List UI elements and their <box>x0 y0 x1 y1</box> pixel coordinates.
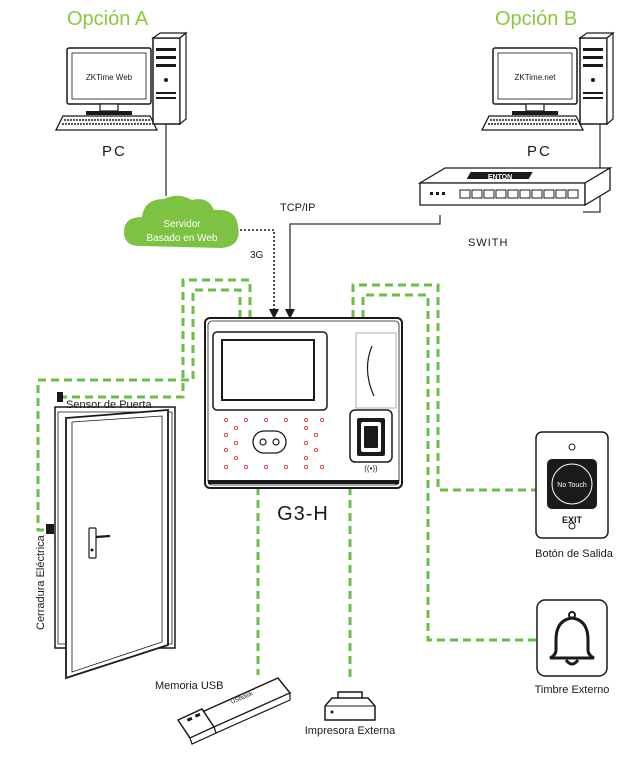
option-b-title: Opción B <box>495 8 577 30</box>
printer-icon <box>324 691 376 721</box>
printer-label: Impresora Externa <box>305 725 396 737</box>
mobile-3g-link <box>232 229 275 313</box>
pc-b-computer-icon <box>480 31 615 131</box>
cloud-line2: Basado en Web <box>147 233 218 244</box>
usb-stick-icon <box>176 677 292 745</box>
switch-label: SWITH <box>468 237 508 249</box>
pc-a-label: PC <box>102 143 127 160</box>
exit-button-face-text: No Touch <box>557 482 587 489</box>
cloud-server-icon <box>124 195 239 248</box>
pc-a-screen-text: ZKTime Web <box>86 73 133 82</box>
switch-brand: ENTON <box>488 174 512 181</box>
network-wires <box>165 124 601 313</box>
door-icon <box>46 392 176 680</box>
usb-label: Memoria USB <box>155 680 223 692</box>
bell-label: Timbre Externo <box>535 684 610 696</box>
option-a-title: Opción A <box>67 8 149 30</box>
exit-button-label: Botón de Salida <box>535 548 614 560</box>
exit-button-icon <box>535 431 609 539</box>
mobile-3g-label: 3G <box>250 250 264 261</box>
device-model-label: G3-H <box>277 503 329 525</box>
pc-a-computer-icon <box>54 31 188 131</box>
green-wiring <box>36 278 540 680</box>
rfid-symbol: ((•)) <box>364 464 378 473</box>
keypad-dots <box>223 417 325 470</box>
tcpip-label: TCP/IP <box>280 202 315 214</box>
pc-b-screen-text: ZKTime.net <box>514 73 556 82</box>
bell-icon <box>536 599 608 677</box>
network-switch-icon <box>417 166 613 207</box>
arrow-tcpip-icon <box>285 309 295 319</box>
door-sensor-label: Sensor de Puerta <box>66 399 152 411</box>
exit-button-exit-text: EXIT <box>562 515 583 525</box>
pc-b-label: PC <box>527 143 552 160</box>
electric-lock-label: Cerradura Eléctrica <box>35 534 47 630</box>
cloud-line1: Servidor <box>163 219 201 230</box>
g3h-terminal-device <box>204 317 403 489</box>
arrow-3g-icon <box>269 309 279 319</box>
